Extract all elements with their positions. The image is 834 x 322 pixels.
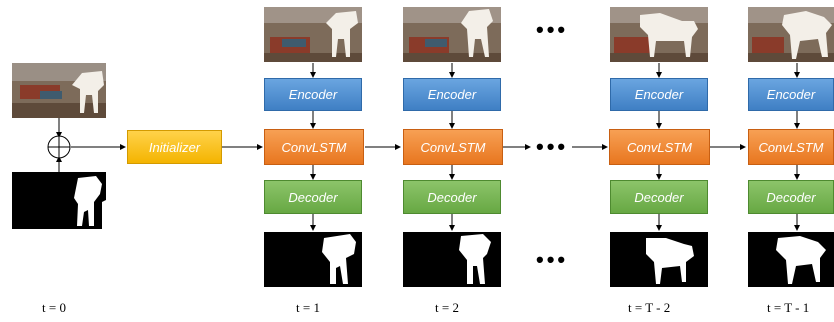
encoder-label: Encoder: [634, 87, 684, 102]
input-frame-t0: [12, 63, 106, 118]
dog-silhouette-icon: [459, 234, 491, 284]
dog-photo-icon: [403, 7, 501, 62]
dog-silhouette-icon: [646, 238, 694, 284]
input-frame-t1: [264, 7, 362, 62]
dog-silhouette-icon: [74, 176, 106, 229]
ellipsis-top: •••: [536, 17, 569, 42]
convlstm-label: ConvLSTM: [281, 139, 347, 155]
initializer-label: Initializer: [148, 139, 201, 155]
time-label-t2: t = 2: [435, 300, 459, 315]
input-frame-tT1: [748, 7, 834, 62]
encoder-box-t1: Encoder: [264, 78, 362, 111]
time-label-tT1: t = T - 1: [767, 300, 810, 315]
input-frame-tT2: [610, 7, 708, 62]
encoder-label: Encoder: [427, 87, 477, 102]
convlstm-box-t2: ConvLSTM: [403, 129, 503, 165]
decoder-label: Decoder: [427, 189, 477, 205]
decoder-box-t1: Decoder: [264, 180, 362, 214]
convlstm-box-tT1: ConvLSTM: [748, 129, 834, 165]
dog-photo-icon: [610, 7, 708, 62]
output-mask-t1: [264, 232, 362, 287]
convlstm-label: ConvLSTM: [626, 139, 693, 155]
output-mask-tT1: [748, 232, 834, 287]
dog-silhouette-icon: [322, 234, 356, 284]
decoder-box-t2: Decoder: [403, 180, 501, 214]
initializer-box: Initializer: [127, 130, 222, 164]
output-mask-tT2: [610, 232, 708, 287]
decoder-box-tT1: Decoder: [748, 180, 834, 214]
dog-photo-icon: [12, 63, 106, 118]
encoder-box-tT2: Encoder: [610, 78, 708, 111]
dog-silhouette-icon: [776, 236, 826, 284]
convlstm-label: ConvLSTM: [420, 139, 486, 155]
decoder-box-tT2: Decoder: [610, 180, 708, 214]
decoder-label: Decoder: [634, 189, 684, 205]
time-label-tT2: t = T - 2: [628, 300, 671, 315]
convlstm-label: ConvLSTM: [758, 139, 824, 155]
decoder-label: Decoder: [288, 189, 338, 205]
encoder-box-tT1: Encoder: [748, 78, 834, 111]
encoder-box-t2: Encoder: [403, 78, 501, 111]
input-frame-t2: [403, 7, 501, 62]
time-label-t1: t = 1: [296, 300, 320, 315]
ellipsis-middle: •••: [536, 134, 569, 159]
time-label-t0: t = 0: [42, 300, 66, 315]
dog-photo-icon: [748, 7, 834, 62]
convlstm-box-tT2: ConvLSTM: [609, 129, 710, 165]
convlstm-box-t1: ConvLSTM: [264, 129, 364, 165]
input-mask-t0: [12, 172, 106, 229]
output-mask-t2: [403, 232, 501, 287]
encoder-label: Encoder: [288, 87, 338, 102]
decoder-label: Decoder: [766, 189, 816, 205]
encoder-label: Encoder: [766, 87, 816, 102]
dog-photo-icon: [264, 7, 362, 62]
ellipsis-bottom: •••: [536, 247, 569, 272]
